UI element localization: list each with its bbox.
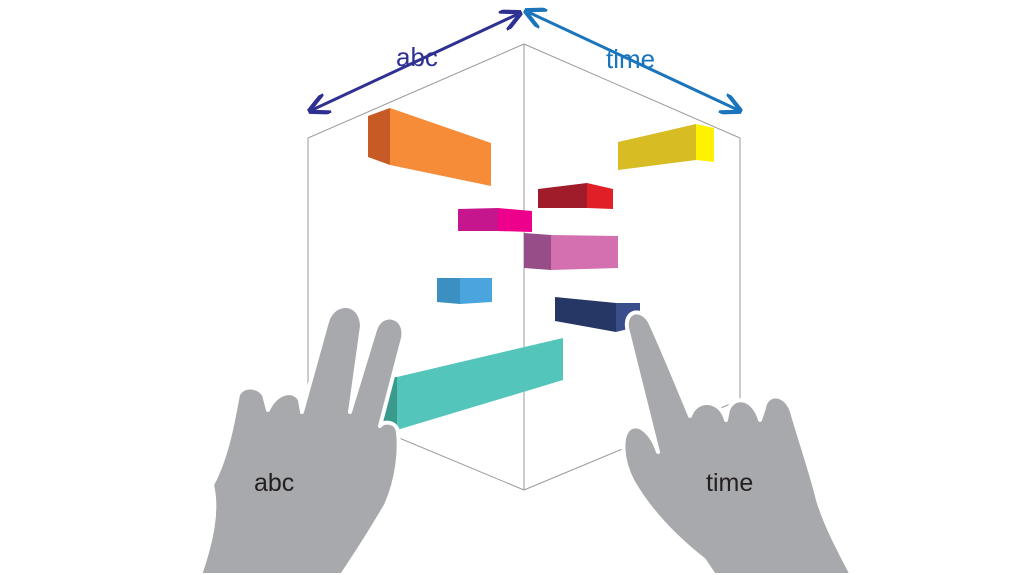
- block-side: [437, 278, 460, 304]
- block-front: [555, 297, 616, 332]
- left-hand: abc: [198, 304, 406, 575]
- block-front: [458, 208, 498, 231]
- block-side: [498, 208, 532, 232]
- block-side: [587, 183, 613, 209]
- block-front: [397, 338, 563, 430]
- block-side: [524, 233, 551, 270]
- right-hand: time: [621, 310, 854, 575]
- right-hand-label: time: [706, 469, 753, 497]
- block-blue: [437, 278, 492, 304]
- left-hand-label: abc: [254, 469, 294, 497]
- time-axis-label: time: [606, 44, 655, 74]
- block-magenta: [458, 208, 532, 232]
- time-axis-arrow: [528, 12, 738, 110]
- block-front: [390, 108, 491, 186]
- block-orange: [368, 108, 491, 186]
- left-hand-shape: [198, 304, 406, 575]
- block-teal: [376, 338, 563, 430]
- abc-axis-arrow: [312, 14, 518, 110]
- block-pink: [524, 233, 618, 270]
- block-side: [368, 108, 390, 165]
- block-side: [696, 124, 714, 162]
- right-hand-shape: [621, 310, 854, 575]
- abc-axis-label: abc: [396, 42, 438, 72]
- block-front: [460, 278, 492, 304]
- block-front: [618, 124, 696, 170]
- block-front: [551, 235, 618, 270]
- block-front: [538, 183, 587, 208]
- block-dark-red: [538, 183, 613, 209]
- block-yellow: [618, 124, 714, 170]
